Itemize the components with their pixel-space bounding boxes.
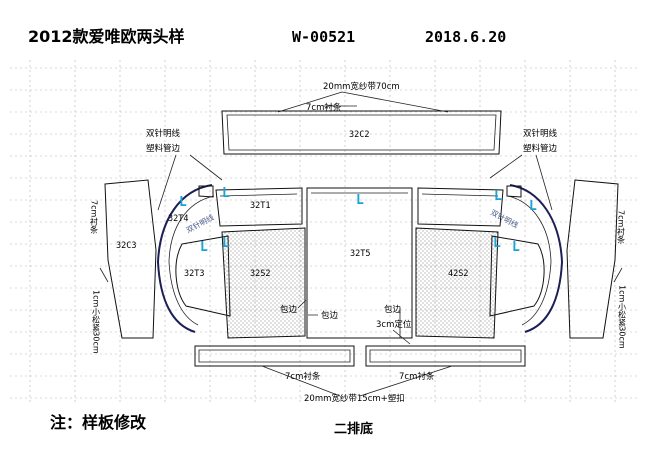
piece-bottom-left-strip — [194, 345, 355, 367]
piece-42S2: 42S2 — [415, 227, 499, 339]
left-seam-note-1: 双针明线 — [146, 128, 181, 139]
right-curve-band — [506, 184, 564, 333]
piece-32C3: 32C3 — [104, 179, 157, 339]
marker-L: L — [529, 199, 537, 214]
footer-note: 注：样板修改 — [50, 413, 147, 432]
left-curve-seam-note: 双针明线 — [184, 212, 216, 235]
right-seam-note-2: 塑料管边 — [523, 143, 558, 154]
bottom-left-lining: 7cm衬条 — [285, 371, 321, 382]
top-strap-label: 20mm宽纱带70cm — [323, 81, 400, 92]
piece-32C2: 32C2 — [221, 110, 502, 155]
marker-L: L — [512, 240, 520, 255]
piece-32T1: 32T1 — [215, 187, 303, 227]
bottom-strap-label: 20mm宽纱带15cm+塑扣 — [304, 393, 405, 404]
piece-label-32S2: 32S2 — [250, 269, 270, 279]
marker-L: L — [200, 240, 208, 255]
left-seam-note-2: 塑料管边 — [146, 143, 181, 154]
piece-32T3: 32T3 — [175, 235, 231, 317]
top-leader-lines — [277, 91, 449, 113]
piece-label-32T3: 32T3 — [184, 269, 204, 279]
piece-label-42S2: 42S2 — [448, 269, 468, 279]
left-curve-band — [156, 184, 215, 333]
bottom-leader-lines — [261, 365, 453, 397]
header-code: W-00521 — [292, 28, 355, 46]
left-vertical-elastic: 1cm小松紧30cm — [92, 290, 101, 354]
marker-L: L — [222, 236, 230, 251]
piece-label-32C3: 32C3 — [116, 241, 136, 251]
wrap-note-2: 包边 — [321, 310, 339, 321]
seam-leader-lines — [157, 154, 553, 211]
header-date: 2018.6.20 — [425, 28, 506, 46]
bottom-right-lining: 7cm衬条 — [399, 371, 435, 382]
piece-label-32T5: 32T5 — [350, 249, 370, 259]
piece-right-strip — [566, 179, 619, 339]
left-elastic-leader — [99, 267, 109, 283]
wrap-note-3: 包边 — [384, 304, 402, 315]
right-seam-note-1: 双针明线 — [523, 128, 558, 139]
background-grid — [10, 60, 640, 405]
marker-L: L — [179, 195, 187, 210]
piece-label-32T4: 32T4 — [168, 214, 188, 224]
piece-right-upper — [417, 187, 504, 227]
right-vertical-elastic: 1cm小松紧30cm — [618, 285, 627, 349]
piece-label-32C2: 32C2 — [349, 130, 369, 140]
header-title: 2012款爱唯欧两头样 — [28, 27, 185, 46]
marker-L: L — [493, 236, 501, 251]
right-curve-seam-note: 双针明线 — [489, 207, 521, 230]
piece-right-side — [489, 235, 545, 317]
piece-32T5: 32T5 — [306, 187, 413, 339]
marker-L: L — [356, 193, 364, 208]
piece-32S2: 32S2 — [221, 227, 306, 339]
right-elastic-leader — [613, 267, 623, 283]
marker-L: L — [222, 186, 230, 201]
piece-label-32T1: 32T1 — [250, 201, 270, 211]
left-vertical-lining: 7cm衬条 — [90, 200, 99, 233]
wrap-leader-lines — [297, 299, 411, 345]
marker-L: L — [494, 189, 502, 204]
right-vertical-lining: 7cm衬条 — [617, 210, 626, 243]
wrap-note-1: 包边 — [280, 304, 298, 315]
top-lining-label: 7cm衬条 — [306, 102, 342, 113]
positioning-note: 3cm定位 — [376, 319, 412, 330]
piece-bottom-right-strip — [365, 345, 526, 367]
footer-caption: 二排底 — [334, 421, 373, 437]
orientation-markers: L L L L L L L L L — [179, 186, 537, 255]
